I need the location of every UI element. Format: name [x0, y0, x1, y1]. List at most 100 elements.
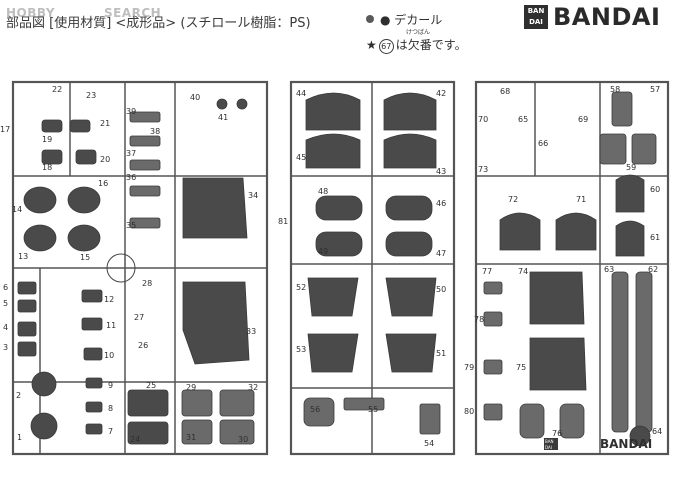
bandai-logo-word: BANDAI	[553, 3, 661, 31]
part-number-label: 54	[424, 439, 434, 448]
part-54	[419, 403, 441, 435]
part-number-label: 28	[142, 279, 152, 288]
part-number-label: 11	[106, 321, 116, 330]
part-16	[67, 186, 101, 214]
part-40	[216, 98, 228, 110]
part-number-label: 30	[238, 435, 248, 444]
part-34	[129, 217, 161, 229]
part-9	[85, 377, 103, 389]
logo-box-bottom: DAI	[529, 18, 543, 26]
part-number-label: 66	[538, 139, 548, 148]
part-21	[69, 119, 91, 133]
instruction-header: HOBBY SEARCH 部品図 [使用材質] <成形品> (スチロール樹脂：P…	[0, 0, 686, 78]
part-36	[129, 159, 161, 171]
part-32	[182, 281, 250, 365]
missing-part-number: 67	[378, 39, 394, 54]
part-48	[315, 195, 363, 221]
part-33	[182, 177, 248, 239]
part-64	[629, 425, 651, 447]
part-1	[30, 412, 58, 440]
part-74	[529, 271, 585, 325]
part-41	[236, 98, 248, 110]
part-number-label: 4	[3, 323, 8, 332]
part-number-label: 33	[246, 327, 256, 336]
part-number-label: 26	[138, 341, 148, 350]
part-number-label: 72	[508, 195, 518, 204]
part-number-label: 17	[0, 125, 10, 134]
part-23	[127, 421, 169, 445]
part-7	[85, 423, 103, 435]
part-number-label: 3	[3, 343, 8, 352]
runner-right-frame	[474, 80, 670, 456]
part-number-label: 19	[42, 135, 52, 144]
part-28	[181, 389, 213, 417]
part-56	[303, 397, 335, 427]
part-number-label: 65	[518, 115, 528, 124]
part-number-label: 24	[130, 435, 140, 444]
part-number-label: 50	[436, 285, 446, 294]
part-76	[519, 403, 545, 439]
part-30	[181, 419, 213, 445]
runner-logo-box-top: BAN	[545, 439, 553, 444]
part-75	[529, 337, 587, 391]
part-38	[129, 111, 161, 123]
part-number-label: 43	[436, 167, 446, 176]
part-number-label: 20	[100, 155, 110, 164]
part-number-label: 6	[3, 283, 8, 292]
part-20	[75, 149, 97, 165]
part-44	[305, 92, 361, 131]
part-29	[219, 419, 255, 445]
part-51	[385, 333, 437, 373]
part-number-label: 32	[248, 383, 258, 392]
part-number-label: 80	[464, 407, 474, 416]
watermark-right: SEARCH	[104, 6, 162, 20]
part-number-label: 13	[18, 252, 28, 261]
part-4	[17, 321, 37, 337]
part-number-label: 45	[296, 153, 306, 162]
part-number-label: 75	[516, 363, 526, 372]
part-52	[307, 277, 359, 317]
part-31	[219, 389, 255, 417]
part-55	[343, 397, 385, 411]
part-59	[631, 133, 657, 165]
part-number-label: 15	[80, 253, 90, 262]
part-number-label: 44	[296, 89, 306, 98]
part-47	[385, 231, 433, 257]
part-78	[483, 311, 503, 327]
part-number-label: 2	[16, 391, 21, 400]
part-number-label: 59	[626, 163, 636, 172]
part-57	[611, 91, 633, 127]
part-number-label: 34	[248, 191, 258, 200]
part-number-label: 68	[500, 87, 510, 96]
part-number-label: 73	[478, 165, 488, 174]
part-80	[483, 403, 503, 421]
part-number-label: 41	[218, 113, 228, 122]
runner-left-ring	[106, 253, 136, 283]
watermark: HOBBY SEARCH	[6, 6, 161, 20]
part-11	[81, 317, 103, 331]
part-number-label: 69	[578, 115, 588, 124]
part-number-label: 42	[436, 89, 446, 98]
part-number-label: 18	[42, 163, 52, 172]
part-number-label: 56	[310, 405, 320, 414]
part-number-label: 16	[98, 179, 108, 188]
runner-bandai-logo-box	[544, 438, 558, 450]
part-number-label: 71	[576, 195, 586, 204]
part-6	[17, 281, 37, 295]
runner-middle: 42 43 44 45 46 47 48 49 50 51 52 53 54 5…	[278, 80, 456, 456]
part-number-label: 60	[650, 185, 660, 194]
part-43	[383, 133, 437, 169]
part-number-label: 53	[296, 345, 306, 354]
part-15	[67, 224, 101, 252]
part-8	[85, 401, 103, 413]
decal-dot-icon	[366, 15, 374, 23]
part-number-label: 63	[604, 265, 614, 274]
part-14	[23, 186, 57, 214]
part-number-label: 48	[318, 187, 328, 196]
part-60	[615, 174, 645, 213]
runner-right: 57 58 59 60 61 62 63 64 65 66 68 69 70 7…	[464, 80, 670, 456]
part-37	[129, 135, 161, 147]
part-72	[499, 212, 541, 251]
part-number-label: 27	[134, 313, 144, 322]
